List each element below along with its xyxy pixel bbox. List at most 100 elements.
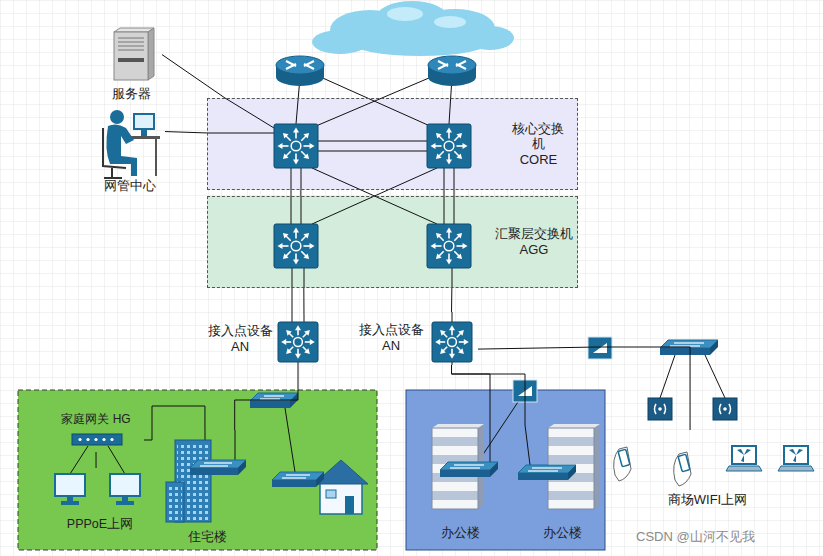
node-label: 服务器 (112, 86, 151, 102)
node-label: 家庭网关 HG (61, 412, 130, 426)
pc-icon (55, 474, 85, 505)
node-label: 接入点设备 AN (356, 322, 426, 353)
router-top (276, 56, 324, 74)
switch-side (316, 472, 324, 487)
operator-icon (103, 110, 160, 178)
switch-arrowhead (458, 348, 464, 354)
switch-arrow (532, 467, 562, 468)
server-slot (118, 38, 144, 39)
switch-arrowhead (456, 153, 462, 159)
server-side (148, 28, 154, 80)
switch-arrowhead (310, 339, 315, 345)
house-icon (314, 460, 368, 514)
node-label: 网管中心 (104, 178, 156, 194)
monitor-stand (122, 496, 128, 501)
wire (292, 268, 293, 322)
node-label: CORE (510, 152, 567, 168)
switch-hub (294, 338, 303, 347)
device-node: 服务器 (100, 28, 162, 104)
switch-arrow (264, 395, 284, 396)
monitor-base (116, 501, 134, 505)
network-link (165, 132, 207, 133)
router-arrow (286, 64, 296, 69)
monitor-stand (141, 129, 147, 136)
monitor-base (61, 501, 79, 505)
switch-icon (274, 124, 318, 168)
switch-arrowhead (309, 243, 314, 249)
device-node: 接入点设备 AN (356, 312, 478, 365)
switch-arrowhead (436, 133, 442, 139)
floor (548, 446, 594, 455)
fan-blade (741, 455, 744, 462)
switch-side (568, 465, 576, 480)
network-link (235, 365, 298, 430)
switch-arrowhead (462, 243, 467, 249)
switch-arrowhead (283, 153, 289, 159)
cloud-puff (350, 28, 490, 56)
router-icon (428, 56, 476, 86)
gateway-led (102, 438, 105, 441)
node-label: 住宅楼 (188, 529, 227, 545)
monitor (110, 474, 140, 496)
router-top (428, 56, 476, 74)
wireless-ap-icon (713, 398, 737, 420)
device-node: 网管中心 (95, 106, 165, 196)
text-group: 家庭网关 HG (61, 412, 130, 426)
switch-arrowhead (440, 330, 446, 336)
switch-arrowhead (293, 259, 299, 264)
radio-dot (723, 407, 727, 411)
pc-icon (110, 474, 140, 505)
wire (318, 151, 427, 152)
switch-arrowhead (304, 330, 310, 336)
device-node: 住宅楼 (165, 430, 250, 547)
floor (432, 428, 478, 437)
switch-arrowhead (281, 339, 286, 345)
switch-arrowhead (293, 228, 299, 233)
wire (301, 168, 302, 190)
server-panel (118, 58, 144, 62)
gateway-led (94, 438, 97, 441)
floor (548, 500, 594, 509)
switch-body (278, 322, 318, 362)
network-link (162, 55, 225, 98)
network-link (144, 406, 205, 440)
wire (304, 268, 305, 288)
hand (614, 447, 631, 481)
switch-arrowhead (293, 128, 299, 133)
wire (705, 355, 725, 398)
switch-hub (448, 338, 457, 347)
ap-body (648, 398, 672, 420)
access-point-icon (588, 337, 612, 359)
node-label: 商场WIFI上网 (668, 492, 747, 508)
switch-arrowhead (446, 159, 452, 164)
switch-arrowhead (278, 243, 283, 249)
switch-arrowhead (464, 339, 469, 345)
floor (548, 482, 594, 491)
house-door (345, 496, 354, 514)
node-label: 核心交换 机 (510, 121, 567, 152)
server-icon (114, 28, 154, 80)
wire (452, 268, 453, 288)
switch-arrowhead (295, 325, 301, 330)
switch-arrowhead (293, 159, 299, 164)
server-front (114, 32, 148, 80)
switch-side (238, 460, 246, 475)
device-node: 商场WIFI上网 (605, 430, 810, 510)
switch-top (518, 465, 576, 473)
text-group: 办公楼 (543, 525, 582, 541)
switch-arrowhead (436, 233, 442, 239)
switch-arrowhead (304, 348, 310, 354)
annex (166, 482, 184, 522)
wire (304, 315, 305, 322)
device-node: 办公楼 (420, 425, 500, 543)
switch-hub (444, 141, 454, 151)
network-link (451, 288, 452, 312)
router-arrow (304, 64, 314, 69)
switch-arrowhead (309, 143, 314, 149)
gateway-body (72, 434, 122, 445)
switch-arrowhead (303, 233, 309, 239)
text-group: 住宅楼 (188, 529, 227, 545)
switch-arrow (528, 470, 558, 471)
wireless-ap-icon (648, 398, 672, 420)
